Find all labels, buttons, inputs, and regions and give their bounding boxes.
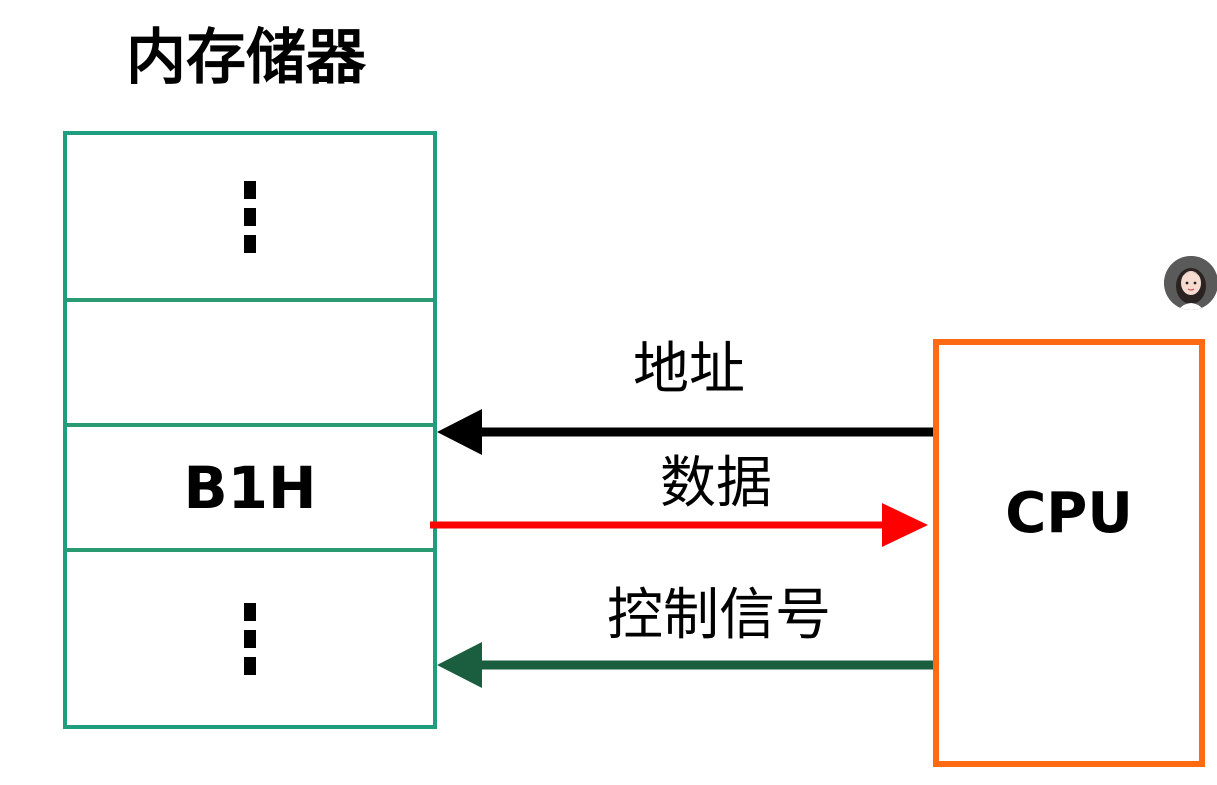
- cpu-block: CPU: [933, 339, 1205, 767]
- memory-block: B1H: [63, 131, 437, 729]
- control-signal-arrow: [437, 642, 933, 688]
- avatar-icon[interactable]: [1164, 256, 1217, 310]
- diagram-title: 内存储器: [126, 23, 366, 93]
- memory-cell-value: B1H: [183, 453, 317, 522]
- control-signal-label: 控制信号: [607, 583, 831, 648]
- vertical-ellipsis-icon: [244, 180, 256, 253]
- address-label: 地址: [633, 337, 745, 402]
- address-arrow: [437, 409, 933, 455]
- data-arrow: [430, 503, 928, 547]
- memory-cell-bottom: [67, 548, 433, 725]
- cpu-label: CPU: [1005, 480, 1133, 546]
- memory-cell-empty: [67, 298, 433, 423]
- memory-cell-top: [67, 135, 433, 298]
- memory-cell-b1h: B1H: [67, 423, 433, 548]
- vertical-ellipsis-icon: [244, 602, 256, 675]
- data-label: 数据: [660, 451, 772, 516]
